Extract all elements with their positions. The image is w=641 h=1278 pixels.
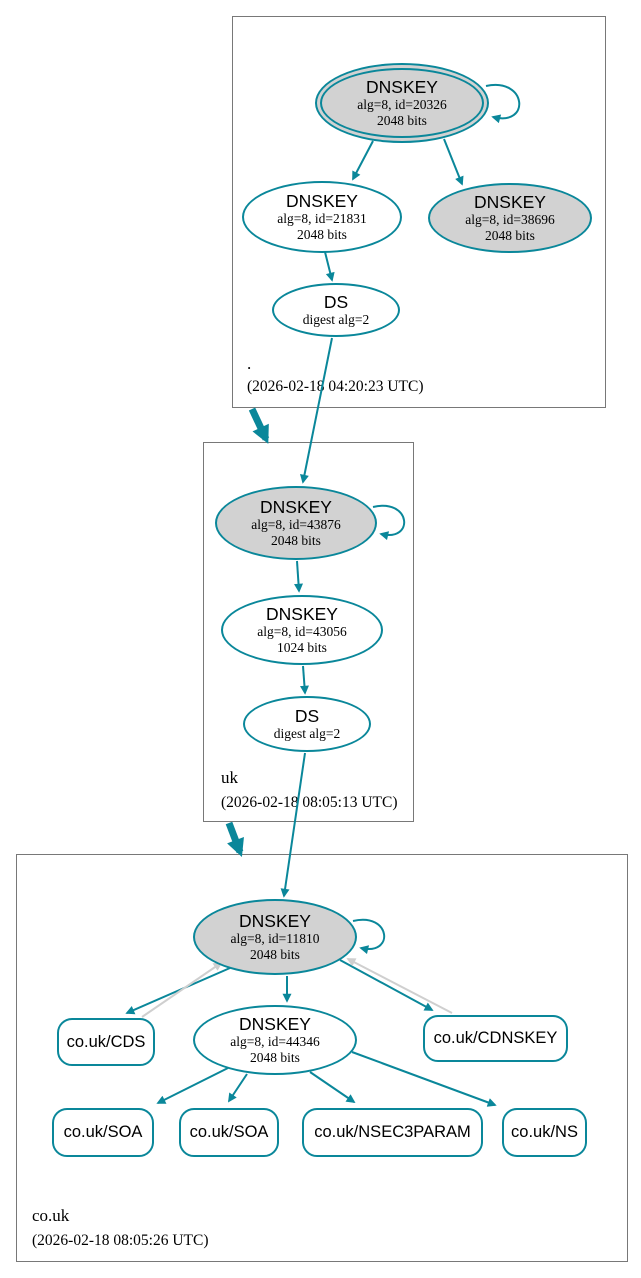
rrset-label: co.uk/NSEC3PARAM bbox=[314, 1123, 471, 1141]
node-detail: 2048 bits bbox=[250, 947, 300, 962]
node-detail: 2048 bits bbox=[485, 228, 535, 243]
rrset-node-couk-nsec3param[interactable]: co.uk/NSEC3PARAM bbox=[302, 1108, 483, 1157]
dnskey-node-43056[interactable]: DNSKEY alg=8, id=43056 1024 bits bbox=[221, 595, 383, 665]
rrset-node-couk-cds[interactable]: co.uk/CDS bbox=[57, 1018, 155, 1066]
node-detail: digest alg=2 bbox=[273, 726, 341, 741]
dnskey-node-21831[interactable]: DNSKEY alg=8, id=21831 2048 bits bbox=[242, 181, 402, 253]
zone-label-uk: uk bbox=[221, 768, 238, 787]
node-title: DNSKEY bbox=[366, 77, 438, 97]
node-title: DS bbox=[294, 706, 320, 726]
zone-label-root: . bbox=[247, 354, 252, 373]
dnskey-node-11810[interactable]: DNSKEY alg=8, id=11810 2048 bits bbox=[193, 899, 357, 975]
node-detail: 2048 bits bbox=[377, 113, 427, 128]
node-detail: alg=8, id=21831 bbox=[277, 211, 367, 226]
node-detail: 1024 bits bbox=[277, 640, 327, 655]
node-title: DNSKEY bbox=[239, 1014, 311, 1034]
node-detail: alg=8, id=38696 bbox=[465, 212, 555, 227]
node-title: DNSKEY bbox=[474, 192, 546, 212]
rrset-label: co.uk/CDS bbox=[66, 1032, 146, 1051]
node-title: DNSKEY bbox=[260, 497, 332, 517]
node-detail: alg=8, id=43876 bbox=[251, 517, 341, 532]
rrset-node-couk-cdnskey[interactable]: co.uk/CDNSKEY bbox=[423, 1015, 568, 1062]
node-title: DNSKEY bbox=[266, 604, 338, 624]
rrset-node-couk-soa-2[interactable]: co.uk/SOA bbox=[179, 1108, 279, 1157]
zone-timestamp-root: (2026-02-18 04:20:23 UTC) bbox=[247, 378, 424, 395]
dnskey-node-38696[interactable]: DNSKEY alg=8, id=38696 2048 bits bbox=[428, 183, 592, 253]
zone-timestamp-couk: (2026-02-18 08:05:26 UTC) bbox=[32, 1232, 209, 1249]
node-title: DS bbox=[323, 292, 349, 312]
zone-label-couk: co.uk bbox=[32, 1206, 70, 1225]
node-detail: alg=8, id=11810 bbox=[230, 931, 320, 946]
edge-zone-root-to-uk bbox=[248, 407, 270, 444]
rrset-label: co.uk/NS bbox=[511, 1123, 578, 1141]
node-detail: alg=8, id=43056 bbox=[257, 624, 347, 639]
node-title: DNSKEY bbox=[239, 911, 311, 931]
rrset-label: co.uk/CDNSKEY bbox=[433, 1029, 558, 1047]
node-detail: 2048 bits bbox=[297, 227, 347, 242]
rrset-label: co.uk/SOA bbox=[63, 1123, 143, 1141]
node-detail: alg=8, id=44346 bbox=[230, 1034, 320, 1049]
node-title: DNSKEY bbox=[286, 191, 358, 211]
node-detail: digest alg=2 bbox=[302, 312, 370, 327]
rrset-node-couk-soa-1[interactable]: co.uk/SOA bbox=[52, 1108, 154, 1157]
dnskey-node-20326[interactable]: DNSKEY alg=8, id=20326 2048 bits bbox=[315, 63, 489, 143]
edge-zone-uk-to-couk bbox=[225, 821, 244, 858]
rrset-node-couk-ns[interactable]: co.uk/NS bbox=[502, 1108, 587, 1157]
ds-node-root[interactable]: DS digest alg=2 bbox=[272, 283, 400, 337]
node-detail: 2048 bits bbox=[271, 533, 321, 548]
dnskey-node-43876[interactable]: DNSKEY alg=8, id=43876 2048 bits bbox=[215, 486, 377, 560]
zone-timestamp-uk: (2026-02-18 08:05:13 UTC) bbox=[221, 794, 398, 811]
ds-node-uk[interactable]: DS digest alg=2 bbox=[243, 696, 371, 752]
rrset-label: co.uk/SOA bbox=[189, 1123, 269, 1141]
node-detail: 2048 bits bbox=[250, 1050, 300, 1065]
dnskey-node-44346[interactable]: DNSKEY alg=8, id=44346 2048 bits bbox=[193, 1005, 357, 1075]
node-detail: alg=8, id=20326 bbox=[357, 97, 447, 112]
